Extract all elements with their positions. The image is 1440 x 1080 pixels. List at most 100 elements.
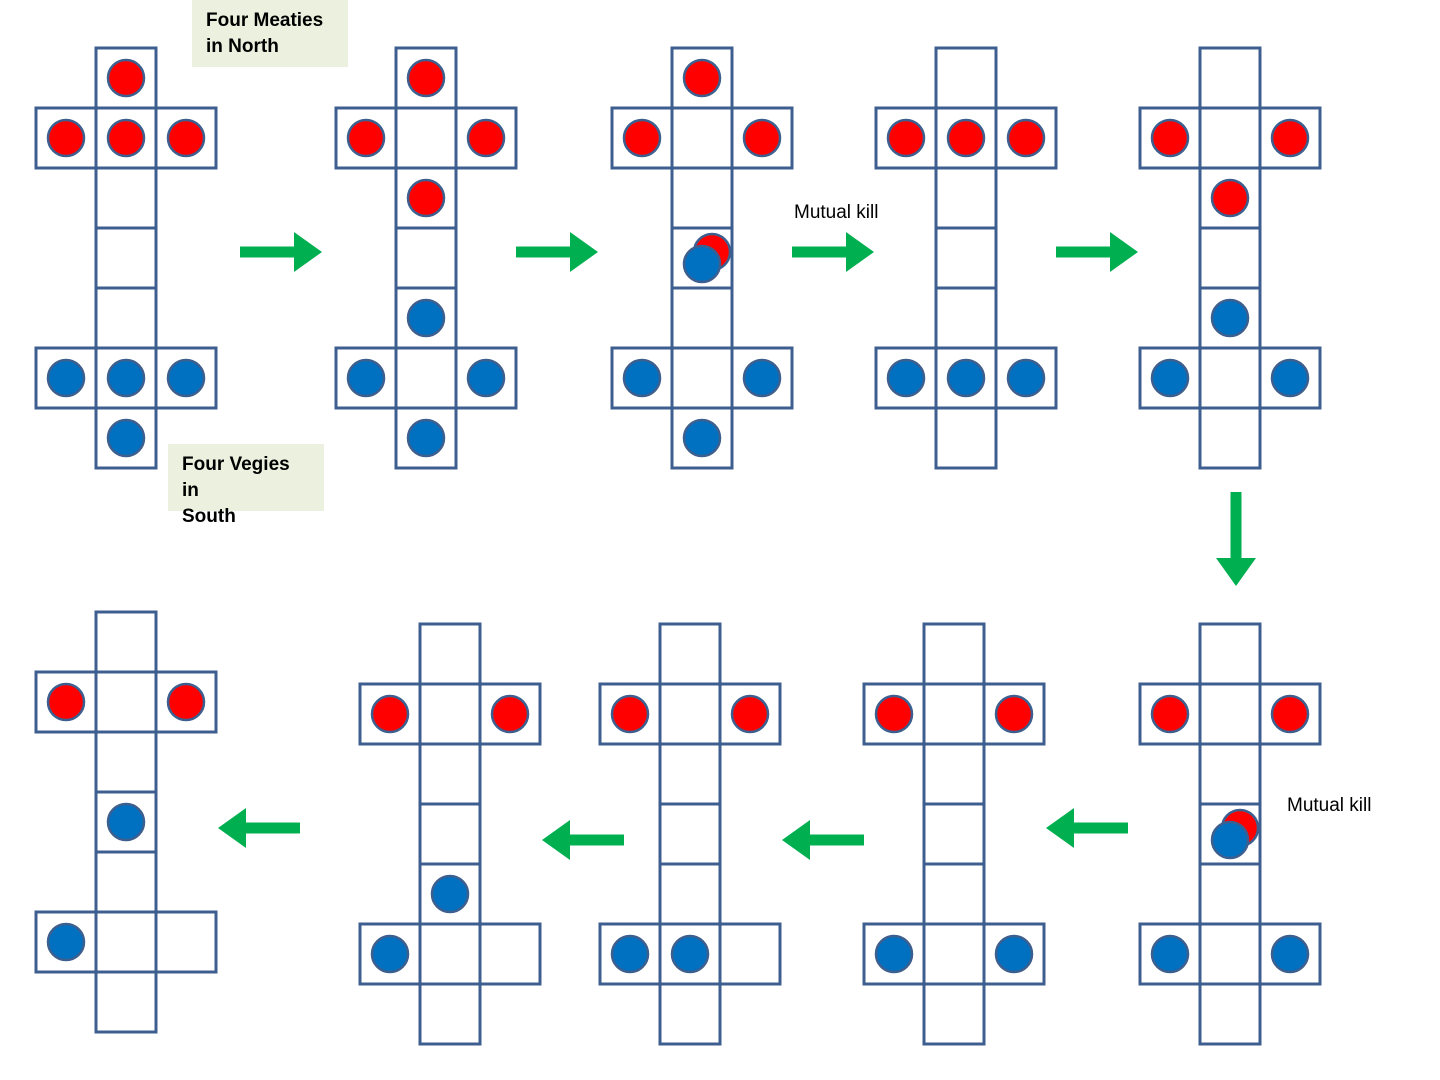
- board-cell-r6: [94, 406, 158, 470]
- meaty-token: [994, 694, 1034, 734]
- board-cell-r1R: [982, 682, 1046, 746]
- meaty-token: [946, 118, 986, 158]
- vegie-token: [1150, 934, 1190, 974]
- meaty-token: [610, 694, 650, 734]
- meaty-token: [1210, 178, 1250, 218]
- board-cell-r1C: [1198, 682, 1262, 746]
- meaty-token: [682, 58, 722, 98]
- meaty-token: [346, 118, 386, 158]
- meaty-token: [622, 118, 662, 158]
- board-cell-r2: [418, 742, 482, 806]
- board-cell-r4: [934, 286, 998, 350]
- meaty-token: [742, 118, 782, 158]
- vegie-token: [886, 358, 926, 398]
- board-cell-r2: [1198, 166, 1262, 230]
- board-cell-r5C: [394, 346, 458, 410]
- board-cell-r2: [670, 166, 734, 230]
- board-cell-r1C: [394, 106, 458, 170]
- board-state-4: [874, 46, 1058, 470]
- board-cell-r5C: [94, 910, 158, 974]
- board-cell-r4: [922, 862, 986, 926]
- meaty-token: [490, 694, 530, 734]
- vegie-token: [106, 358, 146, 398]
- board-state-10: [34, 610, 218, 1034]
- board-state-1: [34, 46, 218, 470]
- board-state-6: [1138, 622, 1322, 1046]
- board-cell-r6: [934, 406, 998, 470]
- board-state-5: [1138, 46, 1322, 470]
- board-cell-r5C: [1198, 922, 1262, 986]
- board-state-2: [334, 46, 518, 470]
- vegie-token: [166, 358, 206, 398]
- board-cell-r2: [934, 166, 998, 230]
- board-cell-r1C: [922, 682, 986, 746]
- board-cell-r0: [658, 622, 722, 686]
- board-cell-r5R: [478, 922, 542, 986]
- arrow-shape: [542, 820, 624, 860]
- vegie-token: [346, 358, 386, 398]
- board-cell-r1C: [1198, 106, 1262, 170]
- board-cell-r3: [658, 802, 722, 866]
- vegie-token: [610, 934, 650, 974]
- board-cell-r0: [418, 622, 482, 686]
- arrow-right-icon: [1056, 232, 1138, 272]
- meaty-token: [106, 118, 146, 158]
- board-cell-r5R: [454, 346, 518, 410]
- arrow-shape: [218, 808, 300, 848]
- board-cell-r3: [394, 226, 458, 290]
- board-cell-r2: [658, 742, 722, 806]
- board-cell-r5R: [730, 346, 794, 410]
- board-cell-r6: [1198, 406, 1262, 470]
- board-cell-r4: [670, 286, 734, 350]
- vegie-token: [946, 358, 986, 398]
- vegie-token: [46, 358, 86, 398]
- meaty-token: [886, 118, 926, 158]
- meaty-token: [406, 178, 446, 218]
- board-cell-r1C: [94, 670, 158, 734]
- board-cell-r5C: [670, 346, 734, 410]
- board-cell-r5C: [418, 922, 482, 986]
- board-cell-r3: [94, 226, 158, 290]
- vegie-token: [682, 418, 722, 458]
- vegie-token: [622, 358, 662, 398]
- vegie-token: [682, 244, 722, 284]
- board-cell-r2: [922, 742, 986, 806]
- board-cell-r1C: [658, 682, 722, 746]
- vegie-token: [106, 802, 146, 842]
- meaty-token: [1270, 694, 1310, 734]
- arrow-shape: [1056, 232, 1138, 272]
- vegie-token: [874, 934, 914, 974]
- board-cell-r2: [94, 166, 158, 230]
- board-cell-r0: [934, 46, 998, 110]
- arrow-shape: [792, 232, 874, 272]
- meaty-token: [1150, 118, 1190, 158]
- board-state-7: [862, 622, 1046, 1046]
- board-cell-r6: [418, 982, 482, 1046]
- vegie-token: [406, 298, 446, 338]
- vegie-token: [742, 358, 782, 398]
- vegie-token: [106, 418, 146, 458]
- board-cell-r4: [94, 850, 158, 914]
- board-cell-r1C: [670, 106, 734, 170]
- vegie-token: [406, 418, 446, 458]
- meaty-token: [46, 118, 86, 158]
- meaty-token: [730, 694, 770, 734]
- vegie-token: [1270, 934, 1310, 974]
- board-cell-r5C: [922, 922, 986, 986]
- arrow-right-icon: [240, 232, 322, 272]
- board-cell-r2: [1198, 742, 1262, 806]
- vegie-token: [1270, 358, 1310, 398]
- board-cell-r4: [94, 286, 158, 350]
- mutual-kill-label: Mutual kill: [1287, 795, 1372, 816]
- board-cell-r3: [418, 802, 482, 866]
- meaty-token: [466, 118, 506, 158]
- board-cell-r5C: [1198, 346, 1262, 410]
- arrow-left-icon: [218, 808, 300, 848]
- vegie-token: [994, 934, 1034, 974]
- note-north: Four Meaties in North: [192, 0, 348, 67]
- meaty-token: [1270, 118, 1310, 158]
- board-cell-r3: [922, 802, 986, 866]
- board-cell-r0: [922, 622, 986, 686]
- board-cell-r6: [658, 982, 722, 1046]
